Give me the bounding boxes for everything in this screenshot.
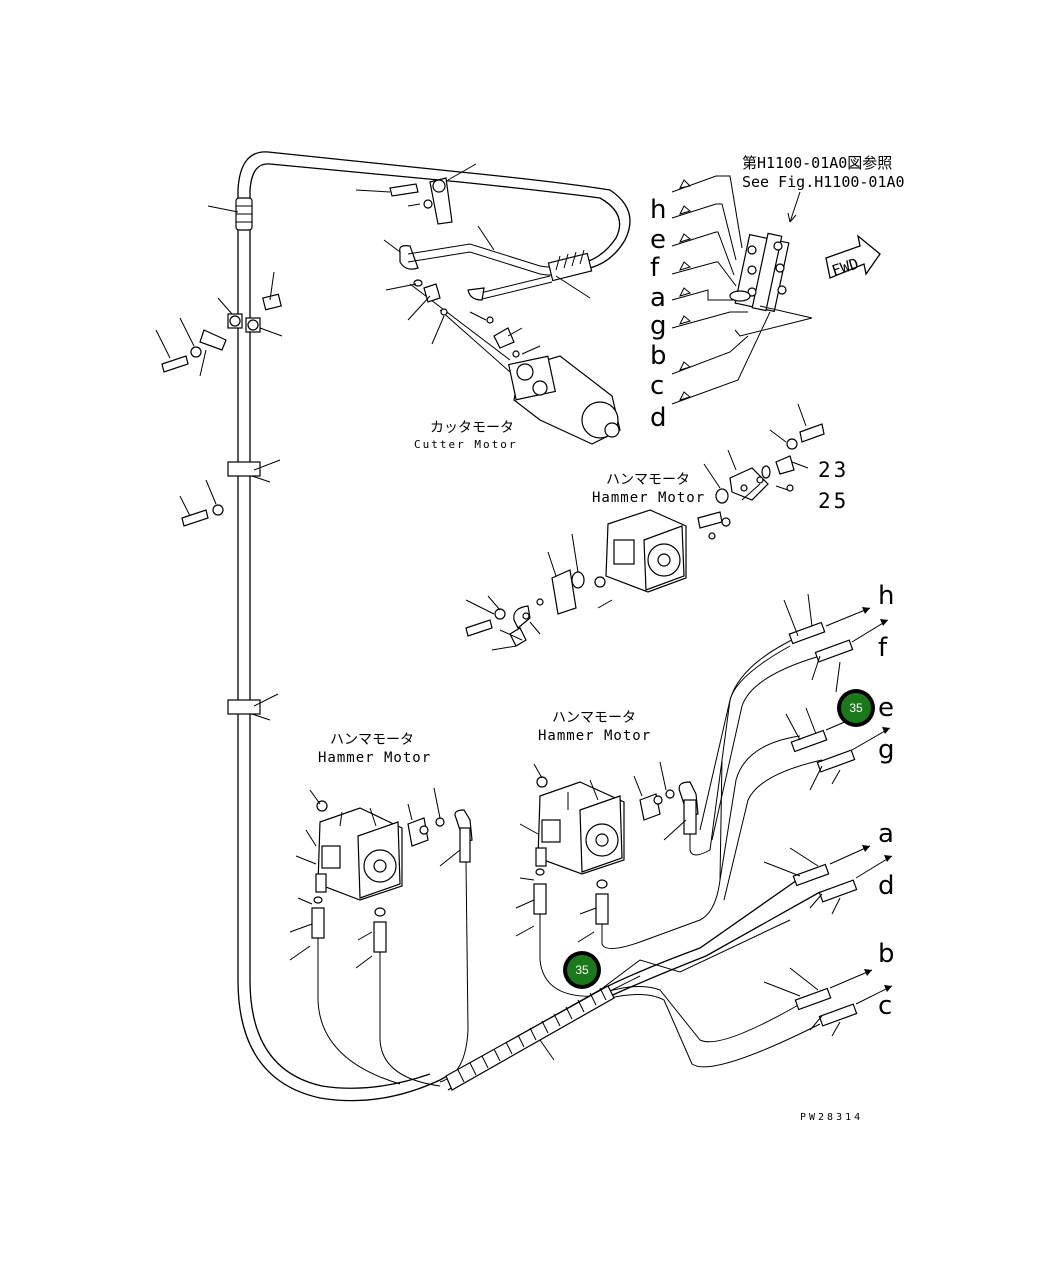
part-number-23: 23 [818,458,849,482]
hose-letter-c: c [878,991,892,1021]
hammer-motor-left-label-jp: ハンマモータ [330,732,414,748]
hammer-motor-upper-label: ハンマモータ Hammer Motor [592,472,705,506]
hose-letter-e: e [878,693,894,723]
hammer-motor-left [289,787,473,1087]
valve-letter-f: f [650,253,660,283]
valve-letter-c: c [650,371,664,401]
cutter-motor-label: カッタモータ Cutter Motor [414,420,517,451]
drawing-code: PW28314 [800,1112,863,1123]
hose-letter-g: g [878,735,895,765]
clamp-group-upper [155,205,283,707]
valve-letter-b: b [650,341,667,371]
hose-letters: h f e g a d b c [878,581,895,1021]
hammer-motor-middle-label: ハンマモータ Hammer Motor [538,710,651,744]
hammer-motor-left-label-en: Hammer Motor [318,750,431,766]
hose-protector-coils [457,987,607,1083]
hammer-motor-left-label: ハンマモータ Hammer Motor [318,732,431,766]
hammer-motor-middle-label-jp: ハンマモータ [552,710,636,726]
callout-35-lower[interactable]: 35 [563,951,601,989]
valve-letter-a: a [650,283,666,313]
valve-letters: h e f a g b c d [650,195,667,433]
callout-35-upper[interactable]: 35 [837,689,875,727]
main-hose-bundle [227,151,631,1102]
hammer-motor-middle-label-en: Hammer Motor [538,728,651,744]
part-number-25: 25 [818,489,849,513]
fwd-arrow: FWD [825,234,881,280]
valve-letter-g: g [650,311,667,341]
hose-letter-d: d [878,871,895,901]
hammer-motor-upper [465,403,825,651]
right-hose-routing [439,593,893,1091]
reference-note-jp: 第H1100-01A0図参照 [742,154,892,172]
hose-end-fittings [763,593,893,1037]
hose-letter-f: f [878,633,888,663]
cutter-motor-label-en: Cutter Motor [414,438,517,451]
callout-35-upper-fill [841,693,871,723]
reference-note: 第H1100-01A0図参照 See Fig.H1100-01A0 [742,154,905,223]
control-valve-block [729,232,813,337]
hammer-motor-upper-label-jp: ハンマモータ [606,472,690,488]
valve-letter-h: h [650,195,666,225]
fwd-label: FWD [829,254,860,279]
hose-letter-b: b [878,939,895,969]
hose-letter-a: a [878,819,894,849]
cutter-motor-label-jp: カッタモータ [430,420,514,436]
valve-letter-e: e [650,225,666,255]
callout-35-lower-label: 35 [575,963,589,977]
cutter-motor [355,163,621,445]
valve-port-leaders [671,175,771,405]
hammer-motor-upper-label-en: Hammer Motor [592,490,705,506]
callout-35-lower-fill [567,955,597,985]
reference-note-en: See Fig.H1100-01A0 [742,173,905,191]
valve-letter-d: d [650,403,667,433]
hammer-motor-middle [515,645,791,997]
callout-35-upper-label: 35 [849,701,863,715]
hose-letter-h: h [878,581,894,611]
